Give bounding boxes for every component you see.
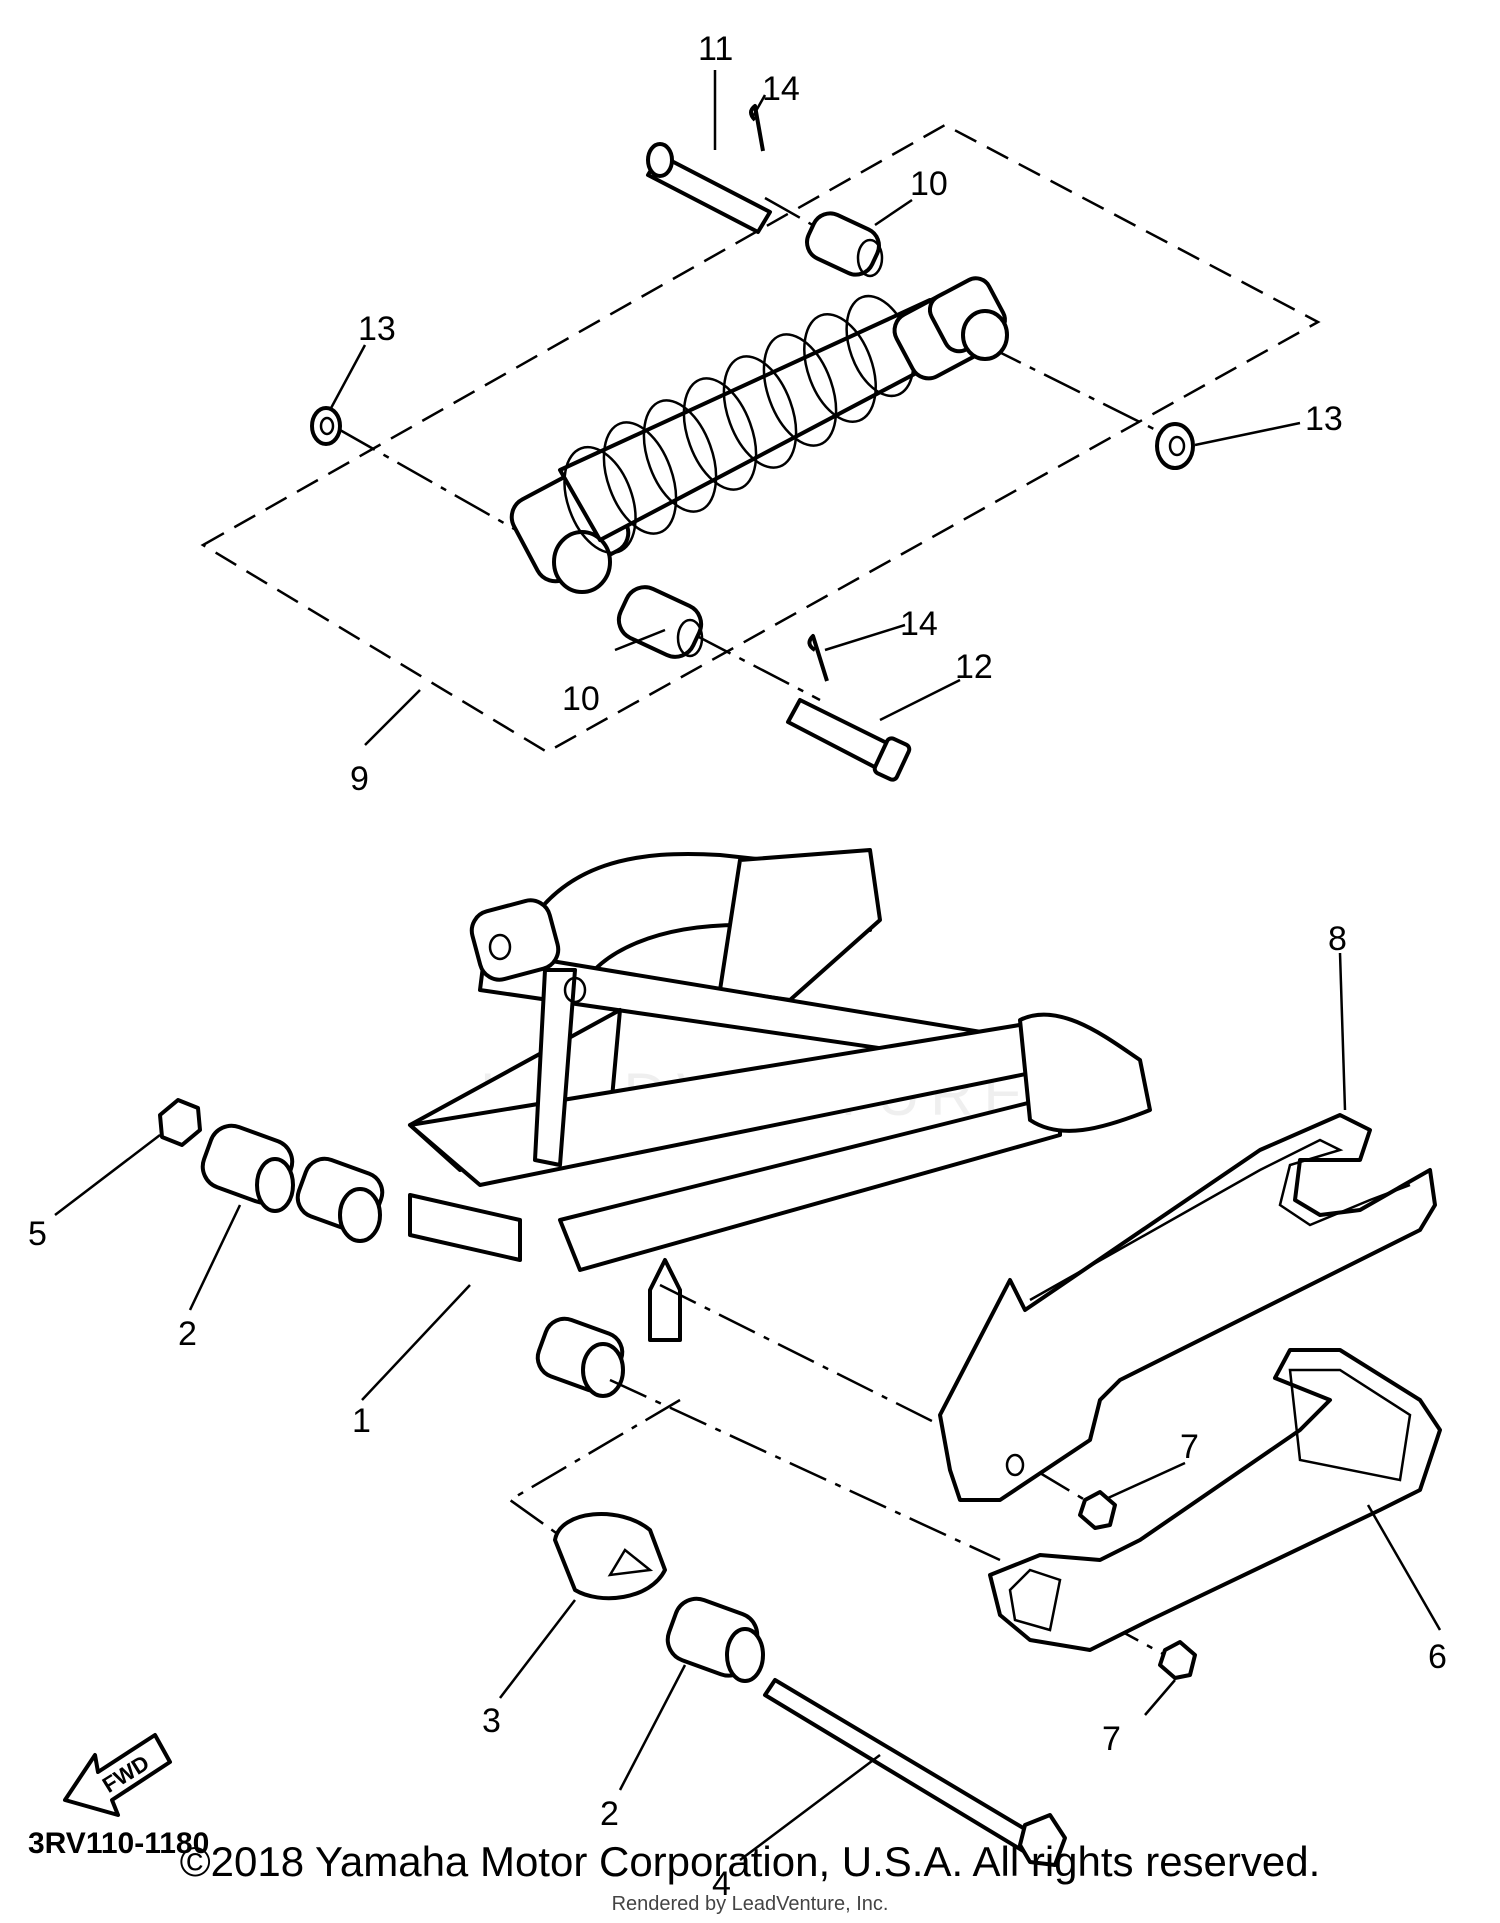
center-line: [984, 343, 1173, 440]
callout-13: 13: [1305, 400, 1343, 438]
diagram-code: 3RV110-1180: [28, 1827, 209, 1860]
callout-2: 2: [178, 1315, 197, 1353]
center-line: [764, 196, 826, 234]
pivot-shaft: [763, 1678, 1067, 1867]
callout-10: 10: [910, 165, 948, 203]
nut: [158, 1098, 202, 1147]
bolt: [786, 698, 912, 782]
assembly-outline: [200, 123, 1321, 754]
bolt: [1078, 1490, 1117, 1530]
fwd-arrow: FWD: [63, 1733, 172, 1817]
bush: [553, 1512, 667, 1601]
callout-7: 7: [1180, 1428, 1199, 1466]
center-line: [659, 1283, 941, 1427]
shock-absorber: [509, 276, 1009, 594]
callout-3: 3: [482, 1702, 501, 1740]
rendered-by-notice: Rendered by LeadVenture, Inc.: [611, 1893, 889, 1915]
callout-2: 2: [600, 1795, 619, 1833]
callout-4: 4: [712, 1865, 731, 1903]
callout-1: 1: [352, 1402, 371, 1440]
callout-9: 9: [350, 760, 369, 798]
callout-7: 7: [1102, 1720, 1121, 1758]
callout-10: 10: [562, 680, 600, 718]
bolt: [1158, 1640, 1197, 1680]
cotter-pin: [749, 104, 765, 152]
center-line: [1034, 1468, 1086, 1502]
leader-lines: [54, 70, 1442, 1861]
callout-6: 6: [1428, 1638, 1447, 1676]
collar: [805, 211, 884, 278]
swing-arm: [295, 848, 1152, 1398]
collar: [200, 1123, 295, 1213]
center-line: [609, 1378, 1001, 1562]
chain-guard: [988, 1348, 1442, 1652]
callout-13: 13: [358, 310, 396, 348]
center-line: [339, 428, 526, 537]
callout-8: 8: [1328, 920, 1347, 958]
shock-absorber-group: [200, 104, 1321, 782]
bolt: [646, 142, 772, 234]
washer: [310, 406, 342, 446]
callout-5: 5: [28, 1215, 47, 1253]
collar: [665, 1596, 765, 1683]
cotter-pin: [807, 634, 829, 682]
callout-14: 14: [900, 605, 938, 643]
copyright-notice: ©2018 Yamaha Motor Corporation, U.S.A. A…: [179, 1838, 1321, 1885]
chain-case: [938, 1113, 1437, 1502]
callout-11: 11: [698, 30, 733, 68]
washer: [1155, 422, 1195, 470]
collar: [616, 585, 704, 659]
center-line: [694, 633, 821, 702]
callout-14: 14: [762, 70, 800, 108]
callout-12: 12: [955, 648, 993, 686]
